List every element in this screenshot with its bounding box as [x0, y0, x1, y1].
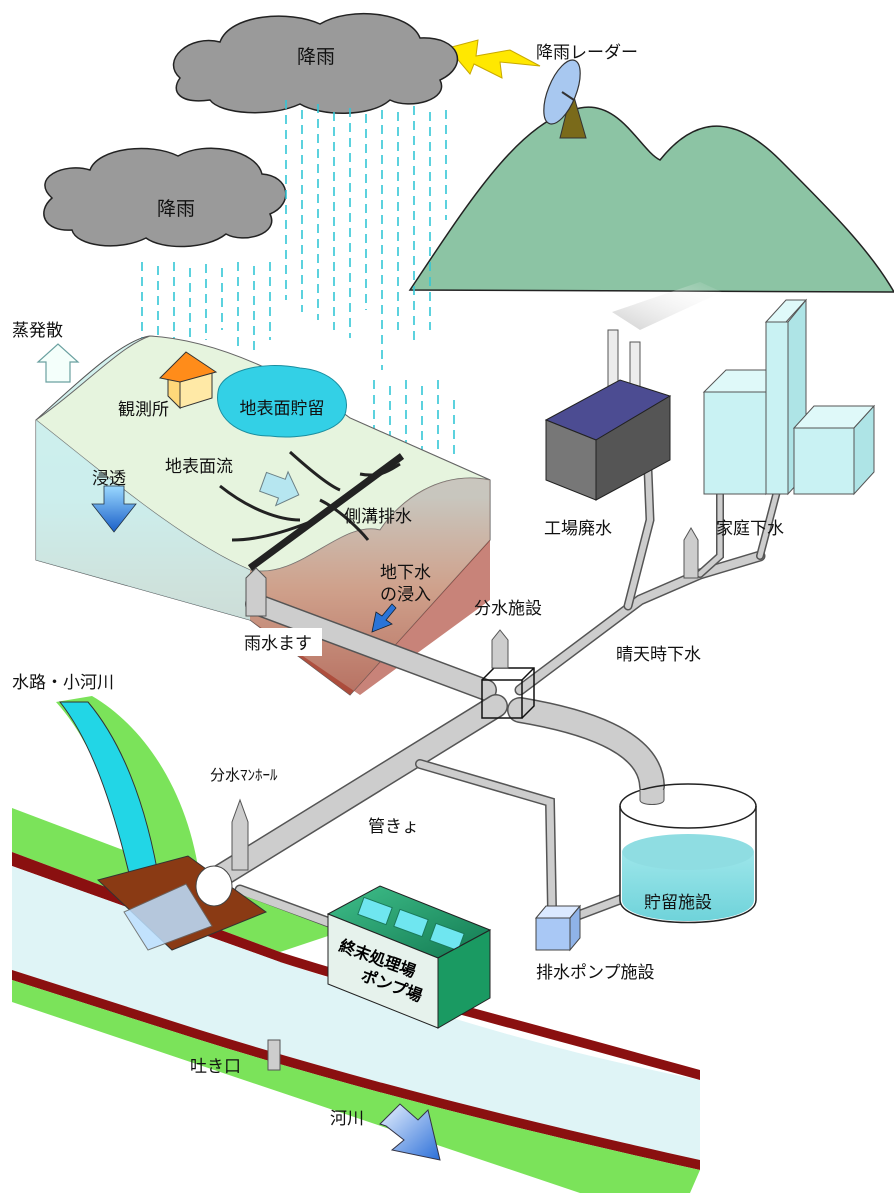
surface-storage-label: 地表面貯留: [240, 399, 325, 419]
rainwater-inlet-icon: [245, 567, 267, 617]
diversion-manhole-label: 分水ﾏﾝﾎｰﾙ: [210, 766, 278, 784]
diversion-manhole-icon: [231, 798, 249, 871]
waterway-label: 水路・小河川: [12, 673, 114, 693]
rain-cloud-left-label: 降雨: [157, 198, 195, 220]
rain-radar-label: 降雨レーダー: [536, 43, 638, 63]
lightning-bolt-icon: [447, 39, 541, 79]
ground-block: [35, 335, 491, 696]
factory-icon: [544, 282, 722, 501]
river-system: [12, 808, 700, 1193]
side-ditch-network: [219, 450, 405, 571]
rainwater-inlet-label: 雨水ます: [244, 634, 312, 654]
rain-radar-icon: [543, 59, 587, 139]
surface-flow-label: 地表面流: [165, 457, 233, 477]
sewer-pipe-network: [202, 465, 784, 1056]
industrial-wastewater-label: 工場廃水: [544, 519, 612, 539]
rainwater-inlet-label-bg: [236, 628, 322, 656]
observatory-label: 観測所: [118, 400, 169, 420]
waterway-channel: [56, 696, 268, 951]
surface-flow-arrow-icon: [259, 470, 300, 507]
pipe-outlet-icon: [195, 865, 233, 907]
drainage-pump-label: 排水ポンプ施設: [536, 963, 655, 983]
diversion-facility-box-icon: [481, 629, 535, 719]
treatment-plant-icon: [326, 885, 492, 1029]
evapotranspiration-arrow-icon: [36, 343, 80, 383]
city-buildings-icon: [702, 298, 876, 496]
dry-weather-flow-label: 晴天時下水: [616, 645, 701, 665]
rain-cloud-left: 降雨: [43, 147, 287, 248]
groundwater-label-line1: 地下水: [380, 563, 431, 583]
observatory-house-icon: [158, 351, 218, 410]
infiltration-arrow-icon: [91, 485, 137, 533]
groundwater-label-line2: の浸入: [380, 585, 431, 605]
sewer-pipe-label: 管きょ: [368, 817, 419, 837]
domestic-manhole-icon: [683, 527, 699, 579]
storage-tank-icon: [619, 783, 757, 924]
groundwater-arrow-icon: [371, 603, 397, 633]
drainage-pump-facility-icon: [534, 904, 582, 952]
mountain-range: [408, 106, 894, 293]
storage-facility-label: 貯留施設: [644, 893, 712, 913]
surface-storage-pond: 地表面貯留: [217, 365, 347, 438]
river-label: 河川: [330, 1109, 364, 1129]
infiltration-label: 浸透: [92, 469, 126, 489]
river-flow-arrow-icon: [379, 1103, 441, 1161]
diversion-facility-label: 分水施設: [474, 599, 542, 619]
side-ditch-label: 側溝排水: [344, 507, 412, 527]
rain-cloud-top-label: 降雨: [297, 46, 335, 68]
domestic-sewage-label: 家庭下水: [716, 519, 784, 539]
outfall-icon: [267, 1039, 281, 1071]
rain-cloud-top: 降雨: [172, 12, 459, 114]
evapotranspiration-label: 蒸発散: [12, 321, 63, 341]
outfall-label: 吐き口: [190, 1057, 241, 1077]
